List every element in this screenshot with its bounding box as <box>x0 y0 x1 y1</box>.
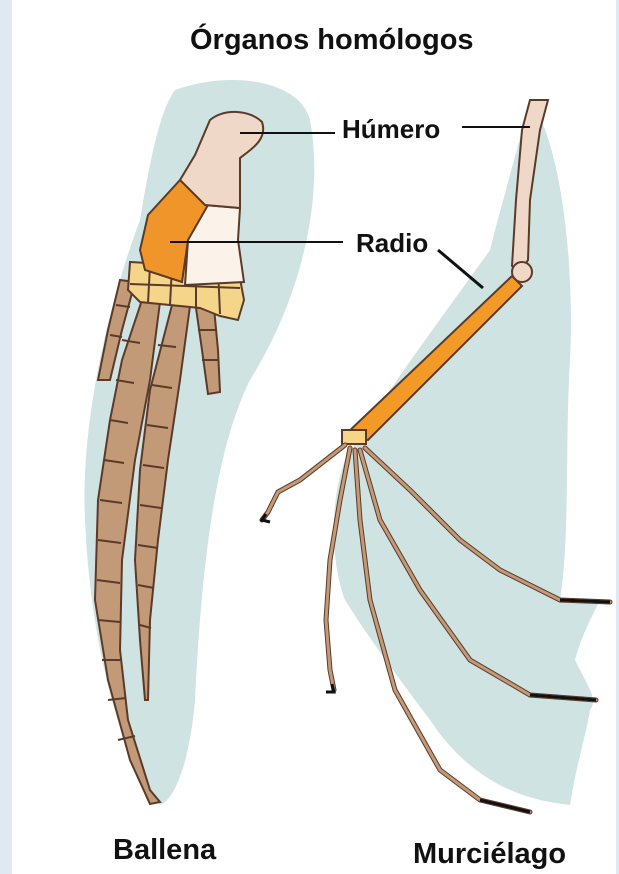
bat-wrist <box>342 430 366 444</box>
bat-caption: Murciélago <box>413 838 566 871</box>
whale-caption: Ballena <box>113 834 216 867</box>
diagram-title: Órganos homólogos <box>190 24 474 57</box>
radius-label: Radio <box>356 228 428 259</box>
humerus-label: Húmero <box>342 114 440 145</box>
